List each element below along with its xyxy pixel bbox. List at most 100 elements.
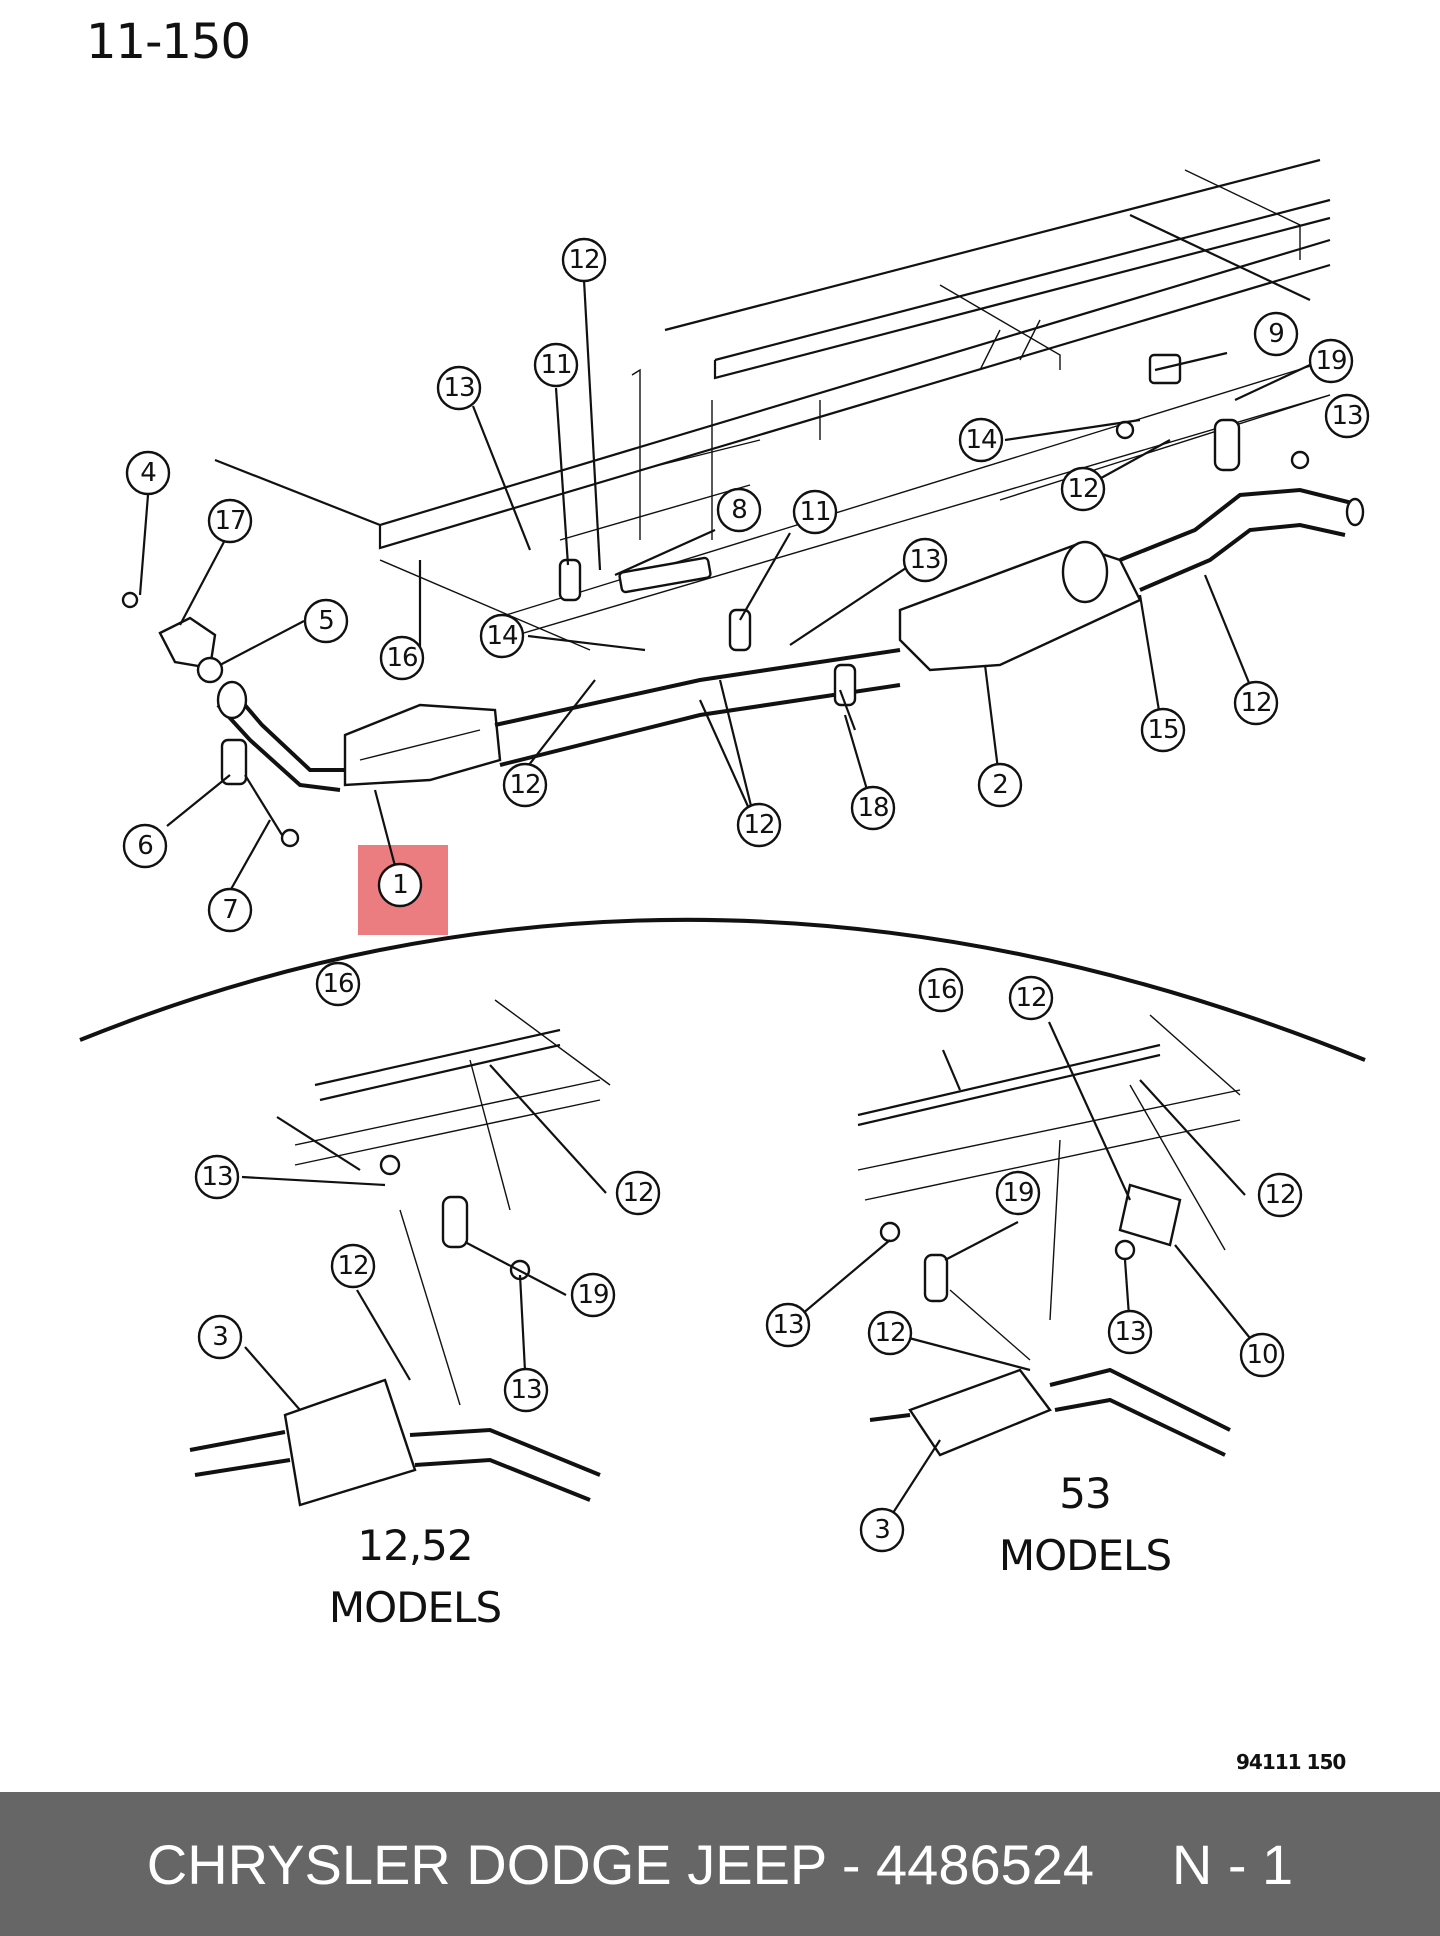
svg-text:16: 16 [925, 975, 956, 1005]
svg-text:12: 12 [1240, 688, 1271, 718]
svg-text:14: 14 [965, 425, 997, 455]
exhaust-system-diagram: 1 2 4 17 5 6 7 16 13 11 12 8 11 14 13 12… [79, 158, 1370, 1553]
inset-right-callout-13a: 13 [765, 1302, 811, 1348]
callout-17: 17 [207, 498, 253, 544]
svg-text:9: 9 [1268, 319, 1284, 349]
inset-left-drawing [189, 999, 611, 1507]
svg-text:6: 6 [137, 831, 153, 861]
callout-11a: 11 [533, 342, 579, 388]
svg-text:11: 11 [540, 350, 571, 380]
callout-11b: 11 [792, 489, 838, 535]
svg-text:3: 3 [874, 1515, 890, 1545]
svg-text:12: 12 [1015, 983, 1046, 1013]
page-reference: 11-150 [86, 14, 251, 70]
inset-right-label-line1: 53 [1059, 1469, 1111, 1518]
svg-text:13: 13 [772, 1310, 803, 1340]
svg-text:4: 4 [140, 458, 156, 488]
gasket [158, 616, 217, 670]
svg-text:13: 13 [1331, 401, 1362, 431]
callout-12b: 12 [502, 762, 548, 808]
svg-text:19: 19 [1002, 1178, 1033, 1208]
callout-4: 4 [125, 450, 171, 496]
exhaust-system [121, 353, 1365, 848]
svg-text:12: 12 [509, 770, 540, 800]
inset-left-label: 12,52 MODELS [320, 1515, 510, 1639]
inset-divider [79, 917, 1366, 1062]
callout-19: 19 [1308, 338, 1354, 384]
muffler-left [283, 1378, 417, 1507]
manifold-flange [216, 680, 248, 720]
svg-text:12: 12 [743, 810, 774, 840]
svg-text:12: 12 [568, 245, 599, 275]
inset-left-callout-19: 19 [570, 1272, 616, 1318]
svg-text:13: 13 [443, 373, 474, 403]
callout-12d: 12 [1060, 466, 1106, 512]
inset-left-callout-12b: 12 [330, 1243, 376, 1289]
footer-part-number: CHRYSLER DODGE JEEP - 4486524 N - 1 [146, 1832, 1294, 1896]
svg-text:10: 10 [1246, 1340, 1277, 1370]
leader-lines [138, 279, 1313, 892]
vehicle-frame [214, 158, 1331, 651]
inset-left-callout-16: 16 [315, 961, 361, 1007]
svg-text:3: 3 [212, 1322, 228, 1352]
inset-left-callout-3: 3 [197, 1314, 243, 1360]
callout-8: 8 [716, 487, 762, 533]
inset-right-label: 53 MODELS [980, 1463, 1190, 1587]
callout-9: 9 [1253, 311, 1299, 357]
inset-right-callout-12a: 12 [1008, 975, 1054, 1021]
svg-text:19: 19 [577, 1280, 608, 1310]
callout-13a: 13 [436, 365, 482, 411]
figure-code: 94111 150 [1236, 1750, 1346, 1774]
svg-text:14: 14 [486, 621, 518, 651]
svg-text:13: 13 [909, 545, 940, 575]
svg-text:13: 13 [510, 1375, 541, 1405]
inset-left-label-line2: MODELS [328, 1583, 502, 1632]
svg-text:13: 13 [201, 1162, 232, 1192]
callout-18: 18 [850, 785, 896, 831]
svg-text:18: 18 [857, 793, 888, 823]
muffler-right [908, 1368, 1052, 1457]
svg-text:2: 2 [992, 770, 1008, 800]
svg-text:12: 12 [1264, 1180, 1295, 1210]
inset-left-label-line1: 12,52 [357, 1521, 473, 1570]
callout-12e: 12 [1233, 680, 1279, 726]
inset-left-callout-12a: 12 [615, 1170, 661, 1216]
callout-12c: 12 [736, 802, 782, 848]
svg-text:12: 12 [1067, 474, 1098, 504]
svg-text:5: 5 [318, 606, 334, 636]
inset-right-label-line2: MODELS [998, 1531, 1172, 1580]
callout-7: 7 [207, 887, 253, 933]
inset-right-callout-12c: 12 [867, 1310, 913, 1356]
callout-15: 15 [1140, 707, 1186, 753]
inset-right-callout-3: 3 [859, 1507, 905, 1553]
svg-text:11: 11 [799, 497, 830, 527]
callout-1: 1 [377, 862, 423, 908]
hanger-insulator [558, 558, 582, 602]
inset-right-callout-10: 10 [1239, 1332, 1285, 1378]
inset-right-callout-13b: 13 [1107, 1309, 1153, 1355]
svg-text:12: 12 [874, 1318, 905, 1348]
callout-6: 6 [122, 823, 168, 869]
callout-13c: 13 [1324, 393, 1370, 439]
svg-text:7: 7 [222, 895, 238, 925]
inset-right-callout-16: 16 [918, 967, 964, 1013]
svg-text:8: 8 [731, 495, 747, 525]
svg-text:15: 15 [1147, 715, 1178, 745]
svg-text:1: 1 [392, 870, 408, 900]
inset-left-callout-13b: 13 [503, 1367, 549, 1413]
callout-14b: 14 [958, 417, 1004, 463]
callout-2: 2 [977, 762, 1023, 808]
svg-text:19: 19 [1315, 346, 1346, 376]
svg-text:12: 12 [337, 1251, 368, 1281]
inset-right-drawing [788, 1014, 1263, 1531]
callout-5: 5 [303, 598, 349, 644]
footer-bar: CHRYSLER DODGE JEEP - 4486524 N - 1 [0, 1792, 1440, 1936]
inset-right-callout-19: 19 [995, 1170, 1041, 1216]
svg-text:12: 12 [622, 1178, 653, 1208]
callout-14a: 14 [479, 613, 525, 659]
callout-12a: 12 [561, 237, 607, 283]
svg-text:13: 13 [1114, 1317, 1145, 1347]
svg-text:16: 16 [386, 643, 417, 673]
svg-text:17: 17 [214, 506, 245, 536]
callout-16: 16 [379, 635, 425, 681]
